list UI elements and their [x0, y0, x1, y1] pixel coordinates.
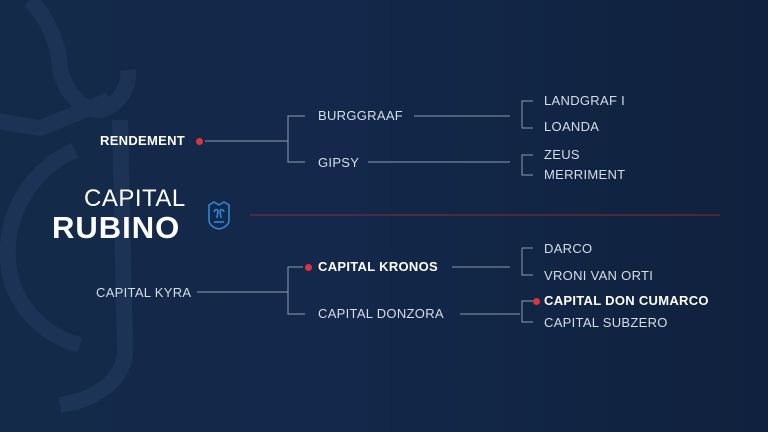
sire-name: RENDEMENT [100, 133, 186, 148]
dam-name: CAPITAL KYRA [96, 285, 192, 300]
subject-title-line1: CAPITAL [84, 185, 186, 212]
sire-dam-dam-name: MERRIMENT [544, 167, 626, 182]
horse-crest-icon [208, 201, 230, 230]
dam-dam-name: CAPITAL DONZORA [318, 306, 444, 321]
sire-dam-sire-name: ZEUS [544, 147, 580, 162]
dam-sire-dam-name: VRONI VAN ORTI [544, 268, 654, 283]
sire-sire-name: BURGGRAAF [318, 108, 404, 123]
sire-sire-sire-name: LANDGRAF I [544, 93, 626, 108]
sire-sire-dam-name: LOANDA [544, 119, 600, 134]
sire-dam-name: GIPSY [318, 155, 360, 170]
dam-sire-name: CAPITAL KRONOS [318, 259, 439, 274]
highlight-dot [305, 264, 312, 271]
highlight-dot [533, 298, 540, 305]
background-shield-watermark [0, 0, 137, 413]
dam-dam-sire-name: CAPITAL DON CUMARCO [544, 293, 709, 308]
dam-sire-sire-name: DARCO [544, 241, 593, 256]
subject-title-name: RUBINO [52, 210, 181, 245]
dam-dam-dam-name: CAPITAL SUBZERO [544, 315, 668, 330]
highlight-dot [196, 138, 203, 145]
